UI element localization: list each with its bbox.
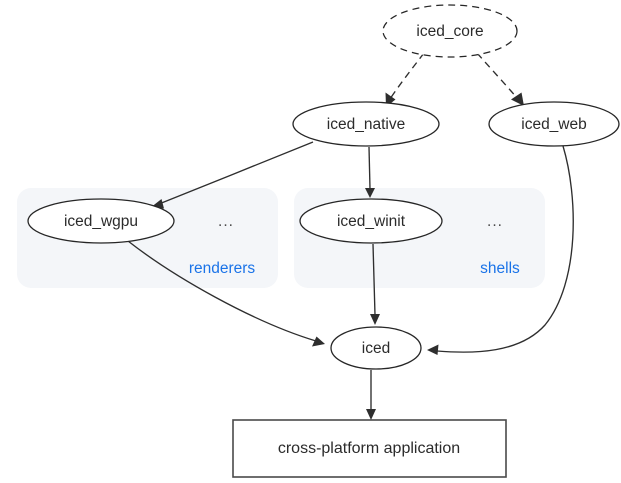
arrow-head (312, 336, 325, 347)
edge-line (127, 240, 317, 342)
edge-iced-winit-to-iced (370, 243, 380, 325)
edge-line (372, 243, 376, 316)
arrow-head (366, 409, 376, 420)
node-iced-winit[interactable]: iced_winit (299, 198, 443, 244)
node-iced-core-label: iced_core (416, 23, 483, 40)
cluster-shells-ellipsis: ... (487, 213, 503, 230)
edge-iced-core-to-iced-native (385, 52, 425, 107)
edge-iced-web-to-iced (427, 145, 574, 355)
edge-line (476, 52, 519, 100)
cluster-shells-label: shells (480, 260, 520, 277)
edge-line (158, 141, 314, 205)
node-iced-core[interactable]: iced_core (382, 4, 518, 58)
node-iced-shape[interactable] (330, 326, 422, 370)
node-application-shape[interactable] (232, 419, 507, 478)
node-iced-native[interactable]: iced_native (292, 101, 440, 147)
arrow-head (370, 314, 380, 325)
cluster-renderers-ellipsis: ... (218, 213, 234, 230)
node-iced-wgpu-label: iced_wgpu (64, 213, 138, 230)
node-iced-wgpu-shape[interactable] (27, 198, 175, 244)
arrow-head (511, 92, 524, 106)
edge-iced-to-application (366, 370, 376, 420)
node-iced-native-label: iced_native (327, 116, 405, 133)
node-iced[interactable]: iced (330, 326, 422, 370)
arrow-head (365, 188, 375, 198)
node-application-label: cross-platform application (278, 440, 460, 457)
edge-line (389, 52, 425, 100)
edge-line (368, 146, 371, 190)
edge-line (436, 145, 574, 353)
node-iced-native-shape[interactable] (292, 101, 440, 147)
node-iced-web[interactable]: iced_web (488, 101, 620, 147)
edge-iced-wgpu-to-iced (127, 240, 325, 347)
node-iced-label: iced (362, 340, 390, 357)
node-iced-web-shape[interactable] (488, 101, 620, 147)
node-iced-winit-label: iced_winit (337, 213, 406, 230)
node-application[interactable]: cross-platform application (232, 419, 507, 478)
node-iced-winit-shape[interactable] (299, 198, 443, 244)
node-iced-wgpu[interactable]: iced_wgpu (27, 198, 175, 244)
arrow-head (427, 344, 439, 355)
node-iced-web-label: iced_web (521, 116, 587, 133)
node-iced-core-shape[interactable] (382, 4, 518, 58)
cluster-renderers-label: renderers (189, 260, 256, 277)
edge-iced-native-to-iced-winit (365, 146, 375, 198)
edge-iced-core-to-iced-web (476, 52, 524, 106)
